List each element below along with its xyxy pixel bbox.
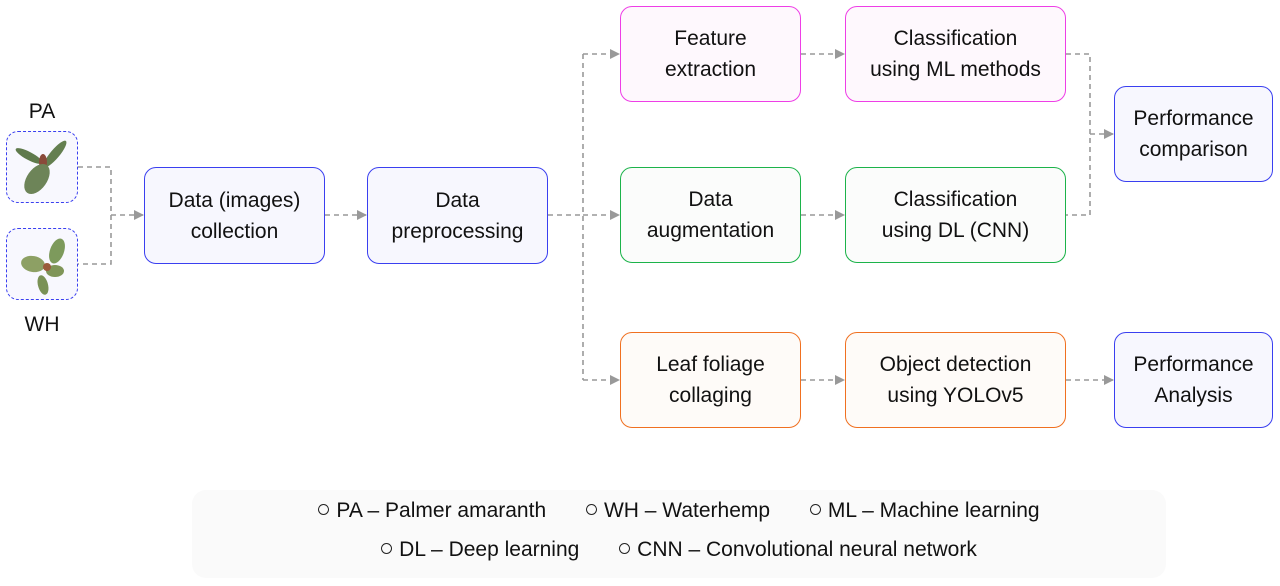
performance-comparison-node: Performance comparison bbox=[1114, 86, 1273, 182]
data-preprocessing-label: Data preprocessing bbox=[391, 188, 524, 243]
circle-bullet-icon bbox=[619, 542, 631, 554]
leaf-foliage-collaging-node: Leaf foliage collaging bbox=[620, 332, 801, 428]
performance-analysis-node: Performance Analysis bbox=[1114, 332, 1273, 428]
feature-extraction-label: Feature extraction bbox=[664, 27, 757, 81]
legend-item: CNN – Convolutional neural network bbox=[619, 538, 977, 562]
circle-bullet-icon bbox=[318, 503, 330, 515]
classification-ml-node: Classification using ML methods bbox=[845, 6, 1066, 102]
legend-item: DL – Deep learning bbox=[381, 538, 579, 562]
leaf-foliage-collaging-label: Leaf foliage collaging bbox=[656, 353, 765, 407]
legend: PA – Palmer amaranth WH – Waterhemp ML –… bbox=[192, 490, 1166, 578]
waterhemp-leaf-icon bbox=[21, 238, 65, 295]
connector-merge bbox=[1066, 53, 1091, 216]
legend-row-1: PA – Palmer amaranth WH – Waterhemp ML –… bbox=[192, 499, 1166, 523]
pa-leaf-image bbox=[6, 131, 78, 203]
wh-label: WH bbox=[24, 313, 60, 336]
classification-ml-label: Classification using ML methods bbox=[870, 27, 1041, 81]
legend-item: WH – Waterhemp bbox=[585, 499, 770, 523]
performance-analysis-label: Performance Analysis bbox=[1133, 353, 1254, 407]
data-augmentation-label: Data augmentation bbox=[646, 188, 775, 242]
object-detection-node: Object detection using YOLOv5 bbox=[845, 332, 1066, 428]
palmer-amaranth-leaf-icon bbox=[15, 140, 67, 195]
data-collection-node: Data (images) collection bbox=[144, 167, 325, 264]
data-collection-label: Data (images) collection bbox=[168, 188, 301, 243]
data-preprocessing-node: Data preprocessing bbox=[367, 167, 548, 264]
circle-bullet-icon bbox=[381, 542, 393, 554]
circle-bullet-icon bbox=[585, 503, 597, 515]
classification-dl-label: Classification using DL (CNN) bbox=[881, 188, 1030, 242]
wh-leaf-image bbox=[6, 228, 78, 300]
data-augmentation-node: Data augmentation bbox=[620, 167, 801, 263]
pa-label: PA bbox=[28, 100, 56, 123]
legend-item: PA – Palmer amaranth bbox=[318, 499, 546, 523]
object-detection-label: Object detection using YOLOv5 bbox=[879, 353, 1032, 407]
performance-comparison-label: Performance comparison bbox=[1133, 107, 1254, 161]
connector-pa bbox=[78, 166, 112, 265]
circle-bullet-icon bbox=[809, 503, 821, 515]
legend-item: ML – Machine learning bbox=[809, 499, 1040, 523]
legend-row-2: DL – Deep learning CNN – Convolutional n… bbox=[192, 538, 1166, 562]
classification-dl-node: Classification using DL (CNN) bbox=[845, 167, 1066, 263]
feature-extraction-node: Feature extraction bbox=[620, 6, 801, 102]
